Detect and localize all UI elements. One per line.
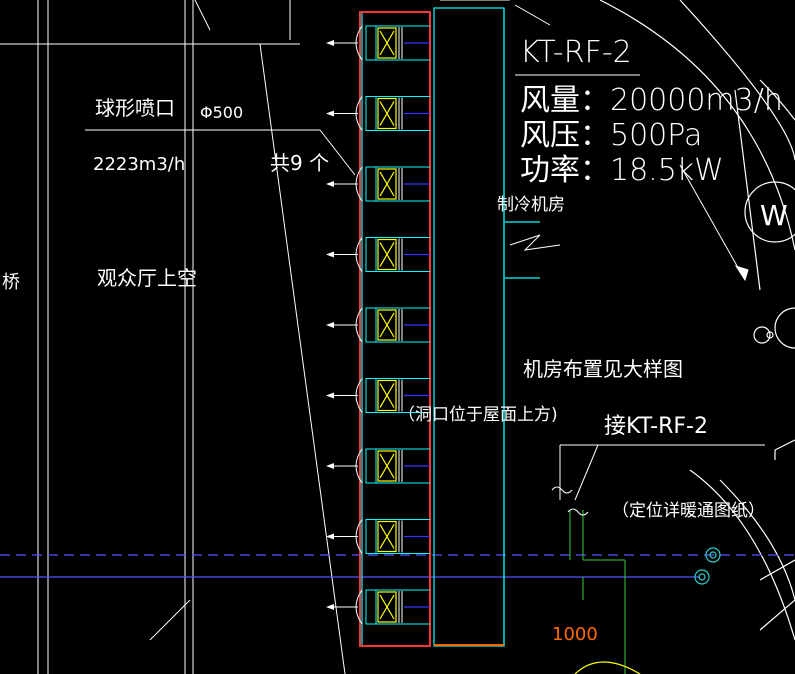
nozzle-flange [365,378,377,413]
w-symbol-text: W [760,199,788,232]
damper-box [377,27,397,59]
damper-x-line [379,30,395,56]
outlet-arrow-head [326,392,334,399]
damper-x-line [379,594,395,620]
nozzle-flange [365,96,377,131]
equipment-circles [574,307,795,674]
nozzle-flange [365,166,377,202]
nozzle-flange [365,25,377,61]
damper-box [377,238,397,271]
outlet-arrow-head [326,40,334,46]
nozzle-group [326,25,430,625]
break-symbol [509,234,561,251]
damper-x-line [379,101,395,126]
nozzle-curve [355,378,363,413]
chiller-room-label: 制冷机房 [497,195,565,215]
fan-id-label: KT-RF-2 [520,35,632,70]
nozzle-curve [355,589,363,625]
nozzle-flange [365,519,377,554]
damper-x-line [379,312,395,338]
w-symbol: W [744,181,795,243]
auditorium-void-label: 观众厅上空 [97,266,197,290]
nozzle-diameter-label: Φ500 [200,103,243,122]
nozzle-count-label: 共9 个 [270,151,329,175]
bridge-label: 桥 [2,272,20,293]
leader-lines [85,74,765,501]
squiggle-marks [551,486,589,516]
nozzle-curve [355,448,363,484]
outlet-arrow-head [326,322,334,328]
opening-note: （洞口位于屋面上方) [398,405,558,425]
nozzle-curve [355,307,363,343]
room-layout-note: 机房布置见大样图 [523,357,683,381]
outlet-arrow-head [326,604,334,610]
damper-x-line [379,171,395,197]
air-volume-label: 风量：20000m3/h [520,83,783,118]
outlet-arrow-head [326,181,334,187]
damper-box [377,379,397,412]
power-label: 功率：18.5kW [520,153,724,188]
connection-lines [569,510,626,674]
nozzle-curve [355,519,363,554]
dimension-label: 1000 [552,624,598,645]
position-note: （定位详暖通图纸） [612,501,765,521]
damper-box [377,520,397,553]
nozzle-flange [365,237,377,272]
outlet-arrow-head [326,463,334,469]
spherical-nozzle-label: 球形喷口 [95,96,175,120]
nozzle-flange [365,448,377,484]
damper-box [377,97,397,130]
damper-x-line [379,242,395,267]
flow-per-nozzle-label: 2223m3/h [93,154,185,175]
background-lines [0,0,551,674]
nozzle-curve [355,25,363,61]
nozzle-flange [365,589,377,625]
nozzle-flange [365,307,377,343]
connect-note: 接KT-RF-2 [604,414,708,439]
damper-x-line [379,383,395,408]
nozzle-curve [355,166,363,202]
nozzle-curve [355,96,363,131]
damper-box [377,450,397,482]
right-arcs [599,0,795,641]
damper-box [377,309,397,341]
nozzle-curve [355,237,363,272]
damper-x-line [379,453,395,479]
outlet-arrow-head [326,533,334,540]
air-pressure-label: 风压：500Pa [520,118,702,153]
outlet-arrow-head [326,251,334,258]
outlet-arrow-head [326,110,334,117]
damper-x-line [379,524,395,549]
damper-box [377,168,397,200]
damper-box [377,591,397,623]
highlight-box [359,11,431,647]
